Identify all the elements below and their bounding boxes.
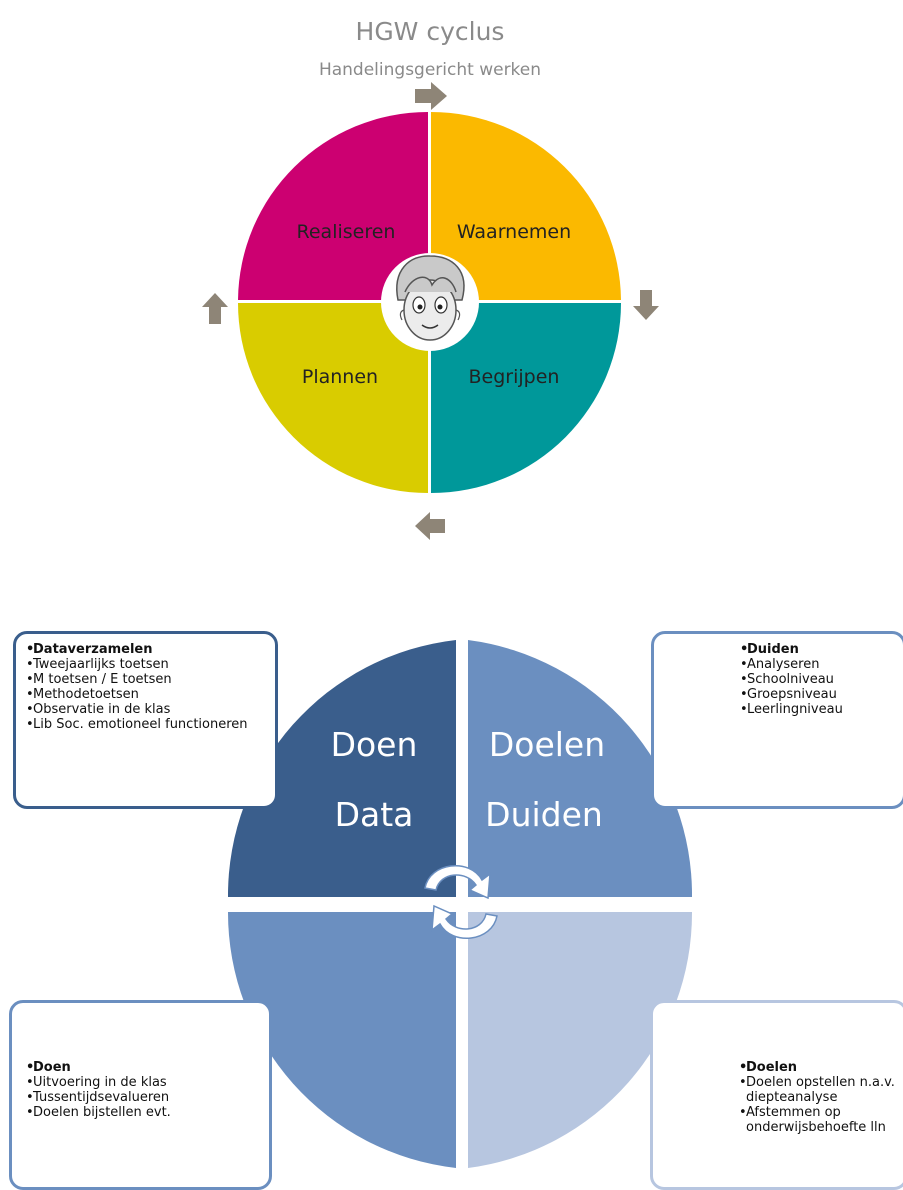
list-item: Observatie in de klas [26,702,265,717]
child-face-icon [381,253,479,351]
list-item: Doelen opstellen n.a.v. diepteanalyse [739,1075,897,1105]
list-item: Tussentijdsevalueren [26,1090,259,1105]
quadrant-begrijpen [431,303,621,493]
quadrant-doen [227,912,456,1168]
callout-box-doelen: DoelenDoelen opstellen n.a.v. diepteanal… [650,1000,903,1190]
data-cycle-wheel [227,640,693,1168]
doen-heading: Doen [26,1060,259,1075]
label-duiden: Duiden [485,795,603,834]
quadrant-data [227,640,456,897]
quadrant-plannen [238,303,428,493]
label-begrijpen: Begrijpen [469,366,560,388]
list-item: Analyseren [740,657,893,672]
label-doen: Doen [331,725,418,764]
label-doelen: Doelen [489,725,605,764]
hgw-title: HGW cyclus [355,17,505,46]
list-item: Leerlingniveau [740,702,893,717]
doelen-heading: Doelen [739,1060,897,1075]
list-item: Groepsniveau [740,687,893,702]
hgw-subtitle: Handelingsgericht werken [318,60,542,80]
duiden-list: DuidenAnalyserenSchoolniveauGroepsniveau… [740,642,893,717]
arrow-right-icon [415,82,447,110]
data-list: DataverzamelenTweejaarlijks toetsenM toe… [26,642,265,732]
arrow-left-icon [415,512,445,540]
quadrant-duiden [468,640,693,897]
doen-list: DoenUitvoering in de klasTussentijdseval… [26,1060,259,1120]
list-item: Uitvoering in de klas [26,1075,259,1090]
arrow-down-icon [633,290,659,320]
arrow-up-icon [202,293,228,324]
list-item: Schoolniveau [740,672,893,687]
hgw-cycle-wheel [230,105,630,500]
label-realiseren: Realiseren [297,221,396,243]
list-item: Methodetoetsen [26,687,265,702]
quadrant-waarnemen [431,112,621,300]
circular-arrows-icon [424,865,498,939]
label-data: Data [335,795,414,834]
list-item: Afstemmen op onderwijsbehoefte lln [739,1105,897,1135]
callout-box-duiden: DuidenAnalyserenSchoolniveauGroepsniveau… [651,631,903,809]
list-item: Lib Soc. emotioneel functioneren [26,717,265,732]
label-waarnemen: Waarnemen [457,221,571,243]
label-plannen: Plannen [302,366,378,388]
callout-box-data: DataverzamelenTweejaarlijks toetsenM toe… [13,631,278,809]
doelen-list: DoelenDoelen opstellen n.a.v. diepteanal… [739,1060,897,1135]
list-item: M toetsen / E toetsen [26,672,265,687]
list-item: Tweejaarlijks toetsen [26,657,265,672]
quadrant-doelen [468,912,693,1168]
callout-box-doen: DoenUitvoering in de klasTussentijdseval… [9,1000,272,1190]
quadrant-realiseren [238,112,428,300]
duiden-heading: Duiden [740,642,893,657]
list-item: Doelen bijstellen evt. [26,1105,259,1120]
data-heading: Dataverzamelen [26,642,265,657]
